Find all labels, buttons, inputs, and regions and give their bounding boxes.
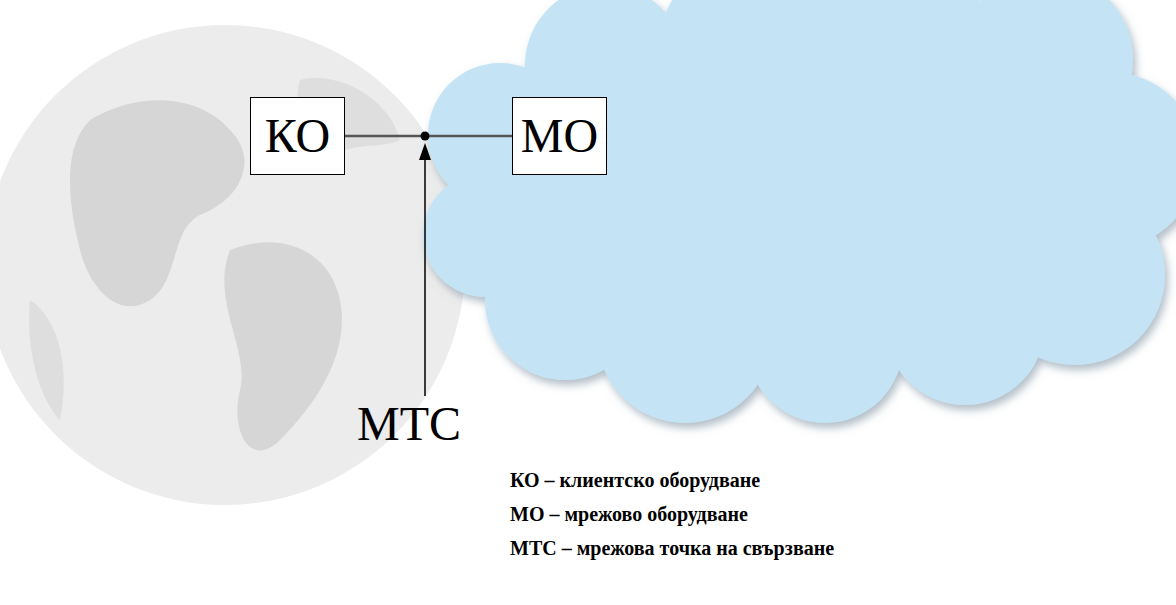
point-label: МТС (357, 400, 461, 448)
network-cloud (423, 0, 1176, 423)
legend-note: КО – клиентско оборудване (510, 468, 760, 492)
client-equipment-box: КО (250, 97, 345, 175)
legend-note: МТС – мрежова точка на свързване (510, 536, 834, 560)
globe-watermark (0, 25, 465, 505)
leader-line (424, 156, 426, 396)
connection-point-dot (421, 132, 430, 141)
box-label: КО (265, 112, 330, 160)
network-equipment-box: МО (512, 97, 607, 175)
legend-note: МО – мрежово оборудване (510, 502, 748, 526)
arrow-head (419, 143, 431, 160)
box-label: МО (521, 112, 598, 160)
